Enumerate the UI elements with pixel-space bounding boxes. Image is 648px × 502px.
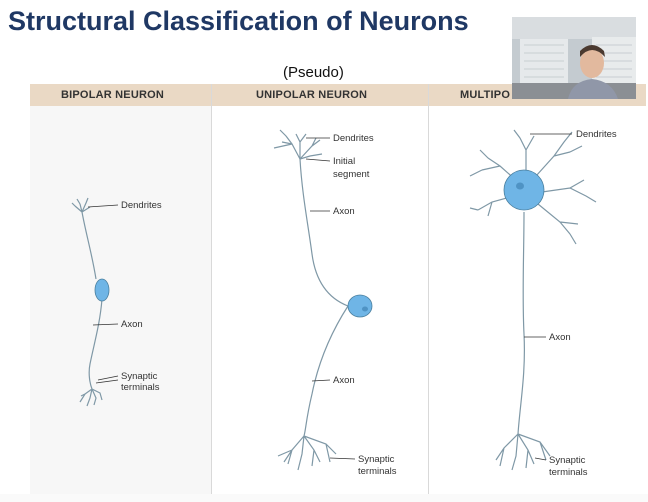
column-header-band [30,84,646,106]
unipolar-axon-label: Axon [333,206,355,217]
multipolar-cell-body [503,169,545,211]
unipolar-panel [212,106,428,496]
unipolar-axon-label: Axon [333,375,355,386]
multipolar-terminals-label: terminals [549,467,588,478]
multipolar-neuron [469,129,597,471]
unipolar-heading: UNIPOLAR NEURON [256,89,368,101]
multipolar-nucleus [516,182,524,190]
multipolar-terminals-label: Synaptic [549,455,586,466]
multipolar-dendrites-label: Dendrites [576,129,617,140]
column-divider [428,84,429,496]
bipolar-terminals-label: Synaptic [121,371,158,382]
unipolar-nucleus [362,306,368,312]
unipolar-terminals-label: Synaptic [358,454,395,465]
bipolar-cell-body [94,278,110,302]
bipolar-terminals-label: terminals [121,382,160,393]
multipolar-heading: MULTIPO [460,89,511,101]
unipolar-initial-segment-label: Initial [333,156,355,167]
bipolar-axon-label: Axon [121,319,143,330]
neuron-figure: BIPOLAR NEURON UNIPOLAR NEURON MULTIPO D… [30,84,646,496]
unipolar-terminals-label: terminals [358,466,397,477]
webcam-image [512,17,636,99]
multipolar-axon-label: Axon [549,332,571,343]
bottom-strip [0,494,648,502]
webcam-overlay [512,17,636,99]
pseudo-annotation: (Pseudo) [283,64,344,81]
slide-title: Structural Classification of Neurons [8,6,469,36]
neuron-drawings: Dendrites Axon Synaptic terminals Dendri… [71,129,617,478]
unipolar-neuron [273,129,349,471]
bipolar-heading: BIPOLAR NEURON [61,89,165,101]
unipolar-dendrites-label: Dendrites [333,133,374,144]
bipolar-dendrites-label: Dendrites [121,200,162,211]
bipolar-neuron [71,197,103,407]
column-divider [211,84,212,496]
multipolar-panel [429,106,646,496]
unipolar-cell-body [347,294,373,318]
unipolar-initial-segment-label: segment [333,169,370,180]
